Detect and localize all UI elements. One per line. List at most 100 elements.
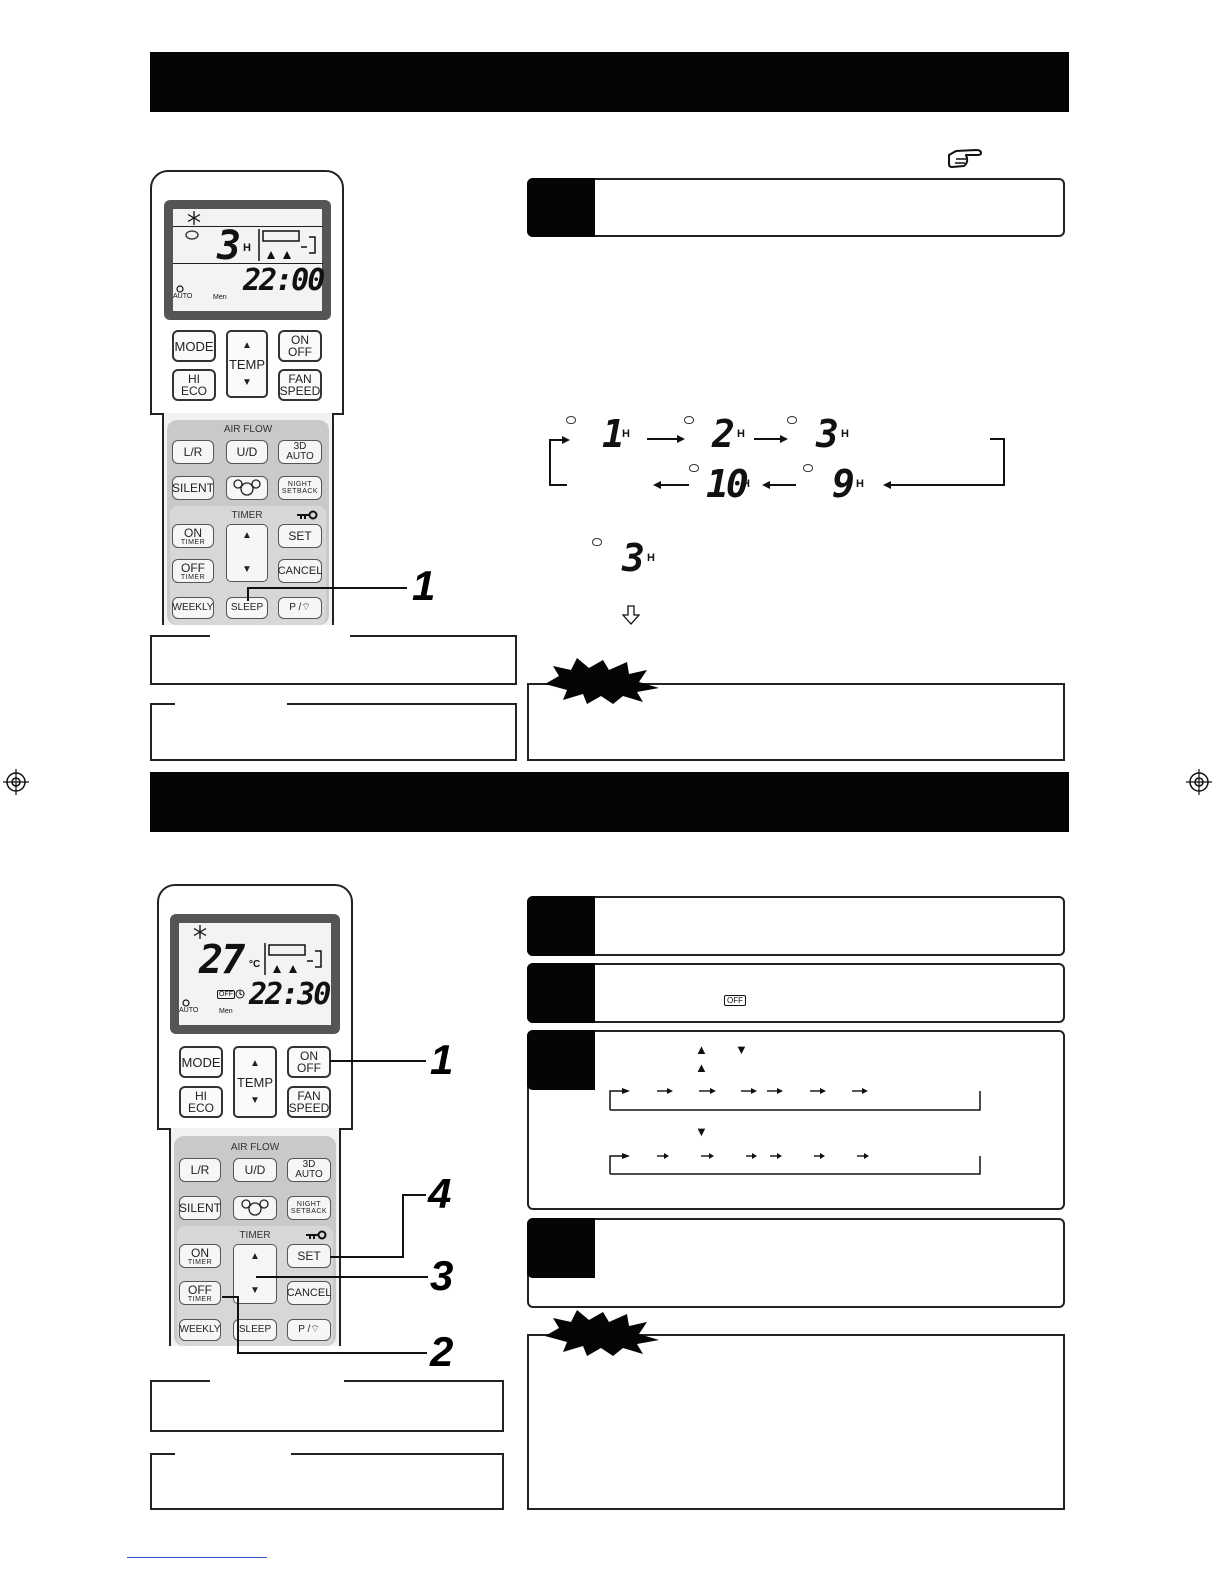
step-number-tab [527,963,595,1023]
weekly-button[interactable]: WEEKLY [179,1319,221,1341]
sleep-face-icon [185,230,199,240]
sleep-icon [684,416,694,424]
temp-up-icon: ▲ [250,1057,260,1069]
callout-number-2: 2 [430,1328,454,1375]
arrow-left [891,484,1005,486]
step-number-tab [527,1218,595,1278]
3d-auto-button[interactable]: 3D AUTO [278,440,322,464]
lcd-screen: 27 °C OFF 22:30 AUTO Men [179,923,331,1025]
note-frame-bottom-1 [150,1380,504,1432]
key-lock-icon [306,1230,327,1240]
timer-adjust-button[interactable]: ▲ ▼ [226,524,268,582]
down-arrow-label: ▼ [735,1042,748,1057]
temp-button[interactable]: ▲ TEMP ▼ [226,330,268,398]
airflow-louver-icon [264,943,322,975]
callout-number-4: 4 [428,1170,452,1217]
step-box-timer-4 [527,1218,1065,1308]
cycle-value: 9 [832,462,855,506]
timer-up-icon: ▲ [242,530,252,541]
set-button[interactable]: SET [278,524,322,548]
comfort-sleep-button[interactable] [233,1196,277,1220]
cycle-value: 2 [712,412,735,456]
note-frame-top-2 [150,703,517,761]
lcd-clock: 22:30 [249,977,331,1012]
airflow-louver-icon [258,229,316,261]
3d-auto-button[interactable]: 3D AUTO [287,1158,331,1182]
fan-icon [182,999,190,1007]
note-burst-icon [545,658,659,704]
lr-button[interactable]: L/R [179,1158,221,1182]
section-header-bar-sleep [150,52,1069,112]
timer-label: TIMER [239,1230,271,1241]
lcd-clock: 22:00 [243,263,325,298]
note-frame-bottom-2 [150,1453,504,1510]
arrow-left [661,484,689,486]
note-burst-icon [545,1310,659,1356]
timer-down-icon: ▼ [250,1285,260,1296]
temp-button[interactable]: ▲ TEMP ▼ [233,1046,277,1118]
arrow-right [647,438,677,440]
cancel-button[interactable]: CANCEL [278,559,322,583]
remote-control-bottom: 27 °C OFF 22:30 AUTO Men MODE ▲ TEMP ▼ O… [157,884,353,1346]
face-icon [233,479,261,496]
temp-up-icon: ▲ [242,339,252,351]
mode-button[interactable]: MODE [172,330,216,362]
key-lock-icon [297,510,318,520]
section-header-bar-timer [150,772,1069,832]
registration-mark-left [3,769,29,795]
callout-leader-2 [222,1296,238,1298]
fan-icon [176,285,184,293]
wifi-icon: ⌔ [301,602,311,613]
sleep-button[interactable]: SLEEP [233,1319,277,1341]
note-box-bottom [527,1334,1065,1510]
silent-button[interactable]: SILENT [179,1196,221,1220]
note-frame-top-1 [150,635,517,685]
timer-sequence-arrows [609,1088,981,1175]
down-arrow-icon [622,605,640,625]
powerful-button[interactable]: P / ⌔ [287,1319,331,1341]
lcd-hours-unit: H [243,242,251,254]
powerful-button[interactable]: P / ⌔ [278,597,322,619]
airflow-label: AIR FLOW [230,1142,280,1153]
callout-number-1: 1 [430,1036,454,1083]
silent-button[interactable]: SILENT [172,476,214,500]
lr-button[interactable]: L/R [172,440,214,464]
lcd-temp-unit: °C [249,959,261,970]
step-box-sleep-1 [527,178,1065,237]
wifi-icon: ⌔ [310,1324,320,1335]
temp-down-icon: ▼ [242,376,252,388]
lcd-mode-label: Men [219,1008,233,1015]
off-timer-badge: OFF [724,995,746,1006]
timer-up-icon: ▲ [250,1251,260,1262]
comfort-sleep-button[interactable] [226,476,268,500]
cancel-button[interactable]: CANCEL [287,1281,331,1305]
up-arrow-label: ▲ [695,1060,708,1075]
lcd-mode-label: Men [213,294,227,301]
mode-button[interactable]: MODE [179,1046,223,1078]
snowflake-icon [187,211,201,225]
arrow-left [770,484,796,486]
timer-label: TIMER [231,510,263,521]
step-box-timer-3: ▲ ▼ ▲ ▼ [527,1030,1065,1210]
sleep-icon [787,416,797,424]
timer-adjust-button[interactable]: ▲ ▼ [233,1244,277,1304]
ud-button[interactable]: U/D [233,1158,277,1182]
set-button[interactable]: SET [287,1244,331,1268]
lcd-display: 27 °C OFF 22:30 AUTO Men [170,914,340,1034]
callout-leader-3 [256,1276,428,1278]
cycle-value: 10 [706,462,749,506]
weekly-button[interactable]: WEEKLY [172,597,214,619]
ud-button[interactable]: U/D [226,440,268,464]
